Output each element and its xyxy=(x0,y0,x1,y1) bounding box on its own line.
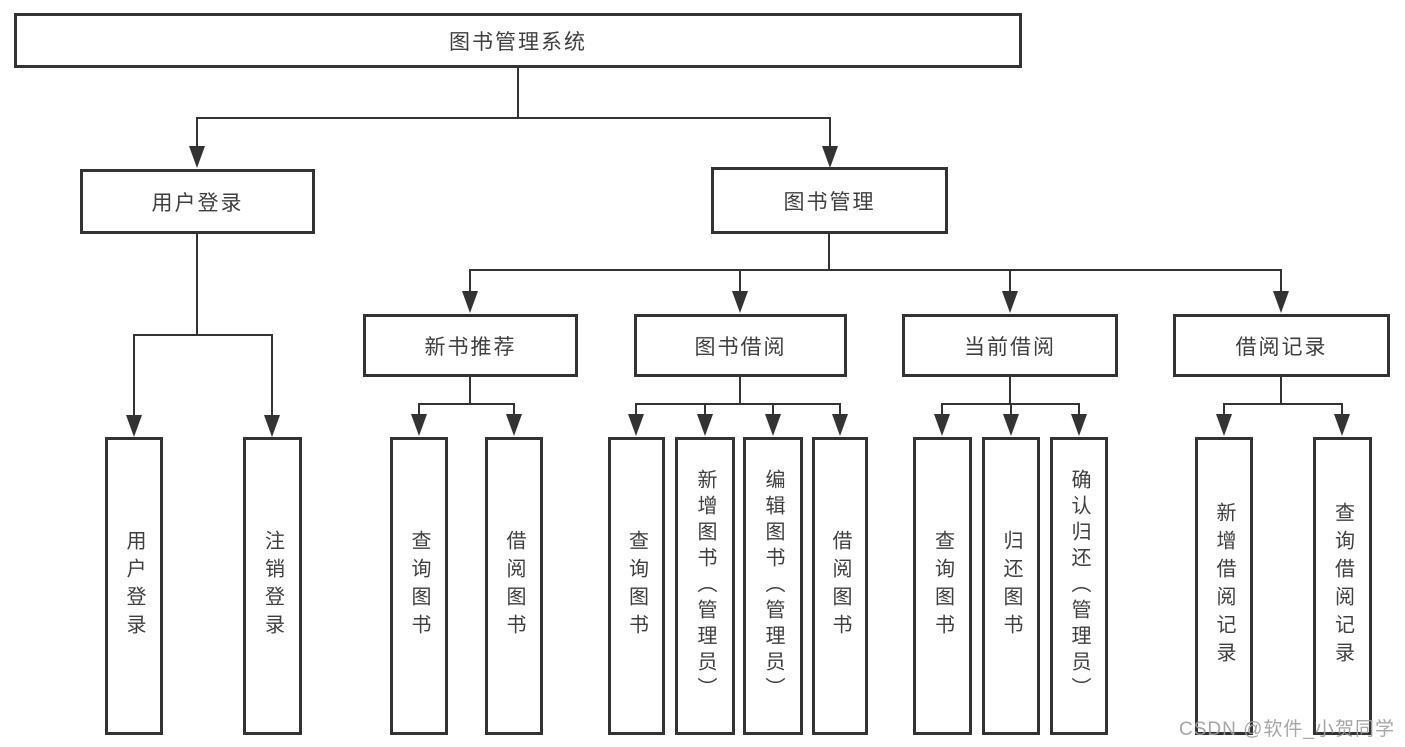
node-borrow-records-label: 借阅记录 xyxy=(1235,335,1328,359)
leaf-borrow-book-2: 借阅图书 xyxy=(812,437,868,735)
connector-arrowhead xyxy=(462,291,478,313)
connector-line xyxy=(469,269,471,292)
connector-line xyxy=(418,403,515,405)
connector-line xyxy=(828,234,830,271)
connector-line xyxy=(829,117,831,148)
node-book-borrow-label: 图书借阅 xyxy=(694,335,787,359)
leaf-user-login-label: 用户登录 xyxy=(123,530,145,642)
connector-arrowhead xyxy=(189,146,205,168)
connector-arrowhead xyxy=(1003,414,1019,436)
connector-line xyxy=(1078,403,1080,416)
connector-line xyxy=(772,403,774,416)
connector-line xyxy=(1010,403,1012,416)
connector-line xyxy=(196,234,198,336)
connector-line xyxy=(1280,269,1282,292)
leaf-query-book-1: 查询图书 xyxy=(390,437,448,735)
node-user-login-label: 用户登录 xyxy=(151,191,244,215)
connector-line xyxy=(636,403,841,405)
connector-arrowhead xyxy=(1273,291,1289,313)
leaf-query-book-1-label: 查询图书 xyxy=(408,530,430,642)
connector-arrowhead xyxy=(697,414,713,436)
connector-line xyxy=(469,377,471,405)
leaf-query-borrow-record: 查询借阅记录 xyxy=(1313,437,1372,735)
connector-arrowhead xyxy=(411,414,427,436)
watermark-text: CSDN @软件_小贺同学 xyxy=(1179,719,1395,740)
node-borrow-records: 借阅记录 xyxy=(1173,314,1390,377)
leaf-query-book-2-label: 查询图书 xyxy=(625,530,648,642)
connector-line xyxy=(271,334,273,415)
leaf-query-book-2: 查询图书 xyxy=(608,437,665,735)
leaf-edit-book-admin: 编辑图书（管理员） xyxy=(743,437,803,735)
connector-arrowhead xyxy=(264,415,280,437)
connector-line xyxy=(739,377,741,405)
connector-arrowhead xyxy=(1071,414,1087,436)
connector-line xyxy=(133,334,273,336)
leaf-logout: 注销登录 xyxy=(243,437,302,735)
connector-line xyxy=(470,269,1282,271)
leaf-logout-label: 注销登录 xyxy=(261,530,284,642)
leaf-return-book: 归还图书 xyxy=(982,437,1040,735)
connector-line xyxy=(513,403,515,416)
connector-line xyxy=(941,403,943,416)
connector-arrowhead xyxy=(506,414,522,436)
node-user-login: 用户登录 xyxy=(80,169,315,234)
connector-line xyxy=(1223,403,1225,416)
leaf-query-borrow-record-label: 查询借阅记录 xyxy=(1331,502,1354,670)
connector-arrowhead xyxy=(628,414,644,436)
connector-line xyxy=(704,403,706,416)
leaf-confirm-return-admin: 确认归还（管理员） xyxy=(1050,437,1108,735)
connector-arrowhead xyxy=(765,414,781,436)
leaf-add-book-admin: 新增图书（管理员） xyxy=(675,437,735,735)
leaf-add-book-admin-label: 新增图书（管理员） xyxy=(694,469,716,703)
node-book-mgmt-label: 图书管理 xyxy=(783,190,876,214)
connector-line xyxy=(196,117,198,148)
connector-arrowhead xyxy=(126,415,142,437)
connector-line xyxy=(739,269,741,292)
connector-line xyxy=(1009,269,1011,292)
connector-line xyxy=(133,334,135,415)
leaf-borrow-book-1: 借阅图书 xyxy=(485,437,543,735)
leaf-borrow-book-1-label: 借阅图书 xyxy=(503,530,525,642)
node-new-book-rec: 新书推荐 xyxy=(363,314,578,377)
connector-arrowhead xyxy=(1002,291,1018,313)
connector-arrowhead xyxy=(934,414,950,436)
node-new-book-rec-label: 新书推荐 xyxy=(424,335,517,359)
connector-line xyxy=(418,403,420,416)
connector-line xyxy=(1224,403,1343,405)
node-current-borrow: 当前借阅 xyxy=(902,314,1118,377)
connector-line xyxy=(1280,377,1282,405)
connector-line xyxy=(1341,403,1343,416)
connector-arrowhead xyxy=(732,291,748,313)
leaf-add-borrow-record-label: 新增借阅记录 xyxy=(1213,502,1235,670)
node-book-borrow: 图书借阅 xyxy=(634,314,847,377)
connector-arrowhead xyxy=(1334,414,1350,436)
connector-line xyxy=(839,403,841,416)
leaf-edit-book-admin-label: 编辑图书（管理员） xyxy=(762,469,784,703)
node-current-borrow-label: 当前借阅 xyxy=(964,335,1056,359)
node-root: 图书管理系统 xyxy=(14,13,1022,68)
connector-line xyxy=(197,117,831,119)
connector-arrowhead xyxy=(1216,414,1232,436)
leaf-add-borrow-record: 新增借阅记录 xyxy=(1195,437,1253,735)
connector-line xyxy=(517,68,519,119)
connector-line xyxy=(1009,377,1011,405)
leaf-query-book-3: 查询图书 xyxy=(913,437,972,735)
connector-arrowhead xyxy=(832,414,848,436)
leaf-borrow-book-2-label: 借阅图书 xyxy=(829,530,851,642)
leaf-user-login: 用户登录 xyxy=(105,437,163,735)
connector-arrowhead xyxy=(822,146,838,168)
node-book-mgmt: 图书管理 xyxy=(711,167,948,234)
leaf-return-book-label: 归还图书 xyxy=(1000,530,1022,642)
leaf-confirm-return-admin-label: 确认归还（管理员） xyxy=(1068,469,1090,703)
node-root-label: 图书管理系统 xyxy=(449,30,587,54)
leaf-query-book-3-label: 查询图书 xyxy=(931,530,954,642)
connector-line xyxy=(635,403,637,416)
